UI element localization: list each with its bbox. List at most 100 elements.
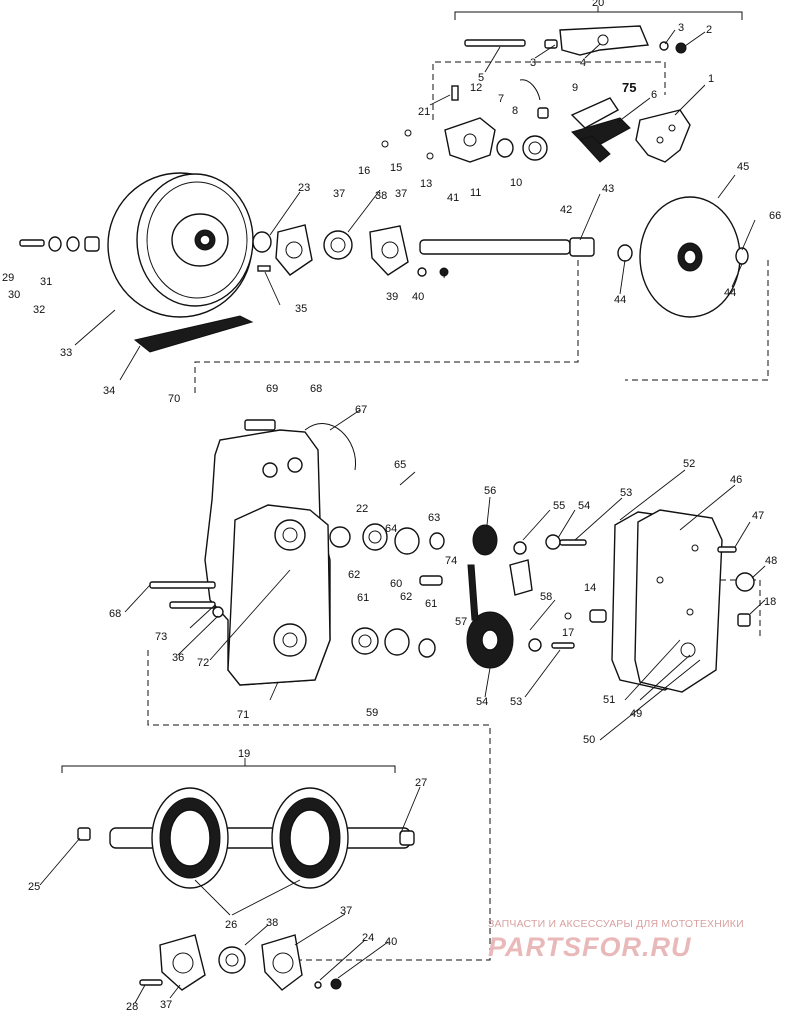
callout-37d: 37 <box>160 999 172 1011</box>
callout-5: 5 <box>478 72 484 84</box>
callout-8: 8 <box>512 105 518 117</box>
callout-61: 61 <box>357 592 369 604</box>
callout-71: 71 <box>237 709 249 721</box>
callout-55: 55 <box>553 500 565 512</box>
callout-40: 40 <box>412 291 424 303</box>
callout-58: 58 <box>540 591 552 603</box>
callout-28: 28 <box>126 1001 138 1013</box>
callout-67: 67 <box>355 404 367 416</box>
chaincase <box>204 419 357 686</box>
callout-7: 7 <box>498 93 504 105</box>
callout-51: 51 <box>603 694 615 706</box>
callout-17: 17 <box>562 627 574 639</box>
callout-46: 46 <box>730 474 742 486</box>
callout-37: 37 <box>333 188 345 200</box>
callout-72: 72 <box>197 657 209 669</box>
callout-2: 2 <box>706 24 712 36</box>
plate-20 <box>559 25 650 56</box>
callout-42: 42 <box>560 204 572 216</box>
callout-61b: 61 <box>425 598 437 610</box>
callout-21: 21 <box>418 106 430 118</box>
callout-50: 50 <box>583 734 595 746</box>
callout-leaders <box>39 29 766 1004</box>
callout-43: 43 <box>602 183 614 195</box>
callout-69: 69 <box>266 383 278 395</box>
callout-59: 59 <box>366 707 378 719</box>
callout-63: 63 <box>428 512 440 524</box>
callout-41: 41 <box>447 192 459 204</box>
callout-20: 20 <box>592 0 604 9</box>
callout-62: 62 <box>348 569 360 581</box>
callout-53b: 53 <box>510 696 522 708</box>
callout-16: 16 <box>358 165 370 177</box>
callout-45: 45 <box>737 161 749 173</box>
callout-37c: 37 <box>340 905 352 917</box>
callout-23: 23 <box>298 182 310 194</box>
sprocket-26-left <box>151 787 229 889</box>
callout-65: 65 <box>394 459 406 471</box>
drive-belt-34 <box>133 315 254 353</box>
callout-38b: 38 <box>266 917 278 929</box>
callout-18: 18 <box>764 596 776 608</box>
callout-75: 75 <box>622 80 636 95</box>
watermark-tagline: ЗАПЧАСТИ И АКСЕССУАРЫ ДЛЯ МОТОТЕХНИКИ <box>488 918 744 930</box>
callout-37b: 37 <box>395 188 407 200</box>
callout-13: 13 <box>420 178 432 190</box>
callout-29: 29 <box>2 272 14 284</box>
callout-labels: 1 2 3 3 4 5 6 7 8 9 10 11 12 13 14 15 16… <box>2 0 781 1013</box>
sprocket-56 <box>472 524 498 556</box>
callout-54: 54 <box>578 500 590 512</box>
callout-60: 60 <box>390 578 402 590</box>
callout-68b: 68 <box>109 608 121 620</box>
sprocket-26-right <box>271 787 349 889</box>
callout-53: 53 <box>620 487 632 499</box>
callout-4: 4 <box>580 57 586 69</box>
brake-disc <box>639 196 749 318</box>
callout-1: 1 <box>708 73 714 85</box>
jackshaft-group <box>252 224 633 277</box>
callout-52: 52 <box>683 458 695 470</box>
callout-6: 6 <box>651 89 657 101</box>
jackshaft-42 <box>419 239 571 255</box>
callout-10: 10 <box>510 177 522 189</box>
callout-36: 36 <box>172 652 184 664</box>
callout-25: 25 <box>28 881 40 893</box>
callout-70: 70 <box>168 393 180 405</box>
assembly-brackets <box>61 6 769 961</box>
callout-39: 39 <box>386 291 398 303</box>
callout-73: 73 <box>155 631 167 643</box>
drive-shaft-assembly <box>77 787 415 889</box>
cover-46 <box>634 509 723 693</box>
callout-30: 30 <box>8 289 20 301</box>
callout-68: 68 <box>310 383 322 395</box>
callout-22: 22 <box>356 503 368 515</box>
callout-32: 32 <box>33 304 45 316</box>
callout-44b: 44 <box>724 287 736 299</box>
callout-3: 3 <box>678 22 684 34</box>
callout-24: 24 <box>362 932 374 944</box>
callout-56: 56 <box>484 485 496 497</box>
callout-15: 15 <box>390 162 402 174</box>
callout-26: 26 <box>225 919 237 931</box>
chaincase-cover <box>611 509 755 693</box>
callout-9: 9 <box>572 82 578 94</box>
callout-11: 11 <box>470 187 481 199</box>
callout-57: 57 <box>455 616 467 628</box>
watermark-logo: PARTSFOR.RU <box>488 932 692 962</box>
callout-47: 47 <box>752 510 764 522</box>
callout-74: 74 <box>445 555 457 567</box>
callout-44: 44 <box>614 294 626 306</box>
linkage-group <box>381 25 691 163</box>
callout-62b: 62 <box>400 591 412 603</box>
callout-38: 38 <box>375 190 387 202</box>
callout-19: 19 <box>238 748 250 760</box>
callout-33: 33 <box>60 347 72 359</box>
callout-54b: 54 <box>476 696 488 708</box>
chain-57 <box>467 564 479 621</box>
callout-12: 12 <box>470 82 482 94</box>
callout-40b: 40 <box>385 936 397 948</box>
pivot-block-12 <box>444 117 496 163</box>
callout-3b: 3 <box>530 57 536 69</box>
watermark: ЗАПЧАСТИ И АКСЕССУАРЫ ДЛЯ МОТОТЕХНИКИ PA… <box>488 918 788 978</box>
